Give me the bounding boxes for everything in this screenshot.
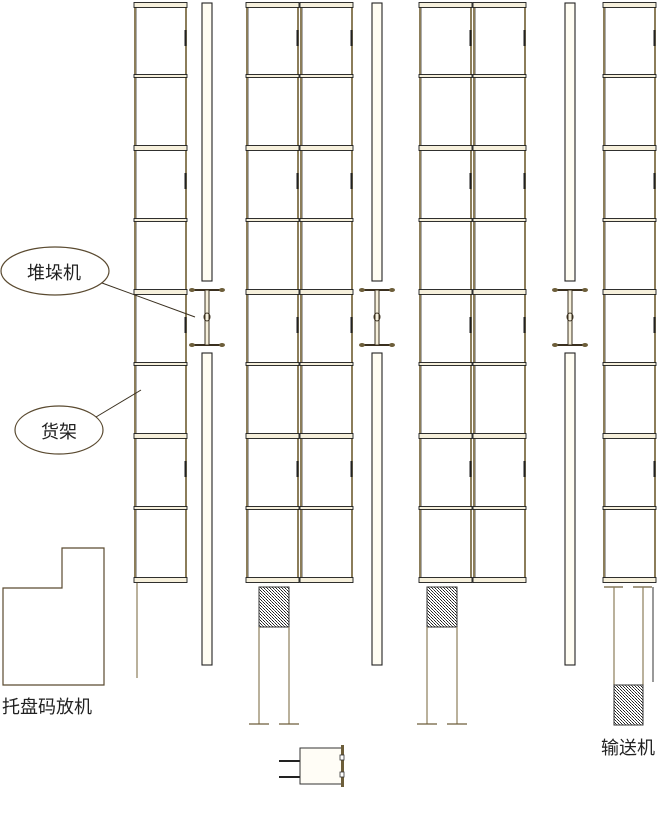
shelf-beam [602, 433, 657, 439]
shelf-beam [472, 74, 527, 78]
shelf-beam [602, 74, 657, 78]
shelf-beam [418, 218, 473, 222]
transfer-cart [279, 745, 345, 787]
conveyor-rack-2 [249, 586, 299, 725]
aisles-group [189, 2, 588, 666]
shelf-beam [602, 145, 657, 151]
conveyor-rack-3 [417, 586, 467, 725]
aisle-2 [359, 2, 395, 666]
rack-4 [602, 2, 657, 583]
shelf-beam [133, 577, 188, 583]
shelf-beam [418, 145, 473, 151]
rack-3b [472, 2, 527, 583]
rail-lower [371, 352, 383, 666]
shelf-beam [299, 506, 354, 510]
shelf-beam [472, 433, 527, 439]
shelf-beam [245, 289, 300, 295]
shelf-beam [472, 145, 527, 151]
rail-lower [201, 352, 213, 666]
shelf-beam [133, 2, 188, 8]
shelf-beam [299, 74, 354, 78]
shelf-beam [418, 2, 473, 8]
shelf-beam [245, 145, 300, 151]
shelf-beam [245, 506, 300, 510]
shelf-beam [602, 506, 657, 510]
shelf-beam [299, 2, 354, 8]
rack-2a [245, 2, 300, 583]
shelf-beam [299, 577, 354, 583]
shelf-beam [133, 289, 188, 295]
shelf-beam [133, 218, 188, 222]
shelf-beam [133, 433, 188, 439]
output-conveyor [604, 586, 654, 726]
shelf-beam [245, 577, 300, 583]
shelf-beam [418, 74, 473, 78]
shelf-beam [299, 145, 354, 151]
shelf-beam [602, 577, 657, 583]
shelf-beam [472, 577, 527, 583]
shelf-beam [602, 362, 657, 366]
stacker-crane [552, 288, 588, 347]
shelf-beam [245, 362, 300, 366]
rail-upper [371, 2, 383, 282]
stacker-crane [359, 288, 395, 347]
shelf-beam [245, 74, 300, 78]
shelf-beam [472, 506, 527, 510]
shelf-beam [418, 433, 473, 439]
pallet-machine-outline [2, 547, 105, 686]
rack-label: 货架 [41, 422, 77, 443]
shelf-beam [299, 289, 354, 295]
shelf-beam [299, 433, 354, 439]
shelf-beam [602, 218, 657, 222]
shelf-beam [472, 218, 527, 222]
shelf-beam [299, 362, 354, 366]
racks-group [133, 2, 657, 583]
rack-1 [133, 2, 188, 583]
shelf-beam [418, 289, 473, 295]
shelf-beam [133, 362, 188, 366]
rack-2b [299, 2, 354, 583]
pallet-machine-label: 托盘码放机 [2, 697, 92, 718]
conveyor-label: 输送机 [601, 738, 655, 759]
shelf-beam [472, 362, 527, 366]
shelf-beam [602, 289, 657, 295]
shelf-beam [133, 506, 188, 510]
shelf-beam [299, 218, 354, 222]
shelf-beam [602, 2, 657, 8]
rack-3a [418, 2, 473, 583]
shelf-beam [418, 362, 473, 366]
stacker-label: 堆垛机 [27, 263, 81, 284]
shelf-beam [245, 433, 300, 439]
aisle-1 [189, 2, 225, 666]
shelf-beam [418, 506, 473, 510]
rack-callout [14, 389, 142, 455]
rail-upper [201, 2, 213, 282]
stacker-callout [0, 246, 196, 318]
shelf-beam [245, 218, 300, 222]
shelf-beam [472, 289, 527, 295]
shelf-beam [245, 2, 300, 8]
shelf-beam [133, 145, 188, 151]
shelf-beam [133, 74, 188, 78]
shelf-beam [418, 577, 473, 583]
aisle-3 [552, 2, 588, 666]
rail-upper [564, 2, 576, 282]
stacker-crane [189, 288, 225, 347]
shelf-beam [472, 2, 527, 8]
rail-lower [564, 352, 576, 666]
